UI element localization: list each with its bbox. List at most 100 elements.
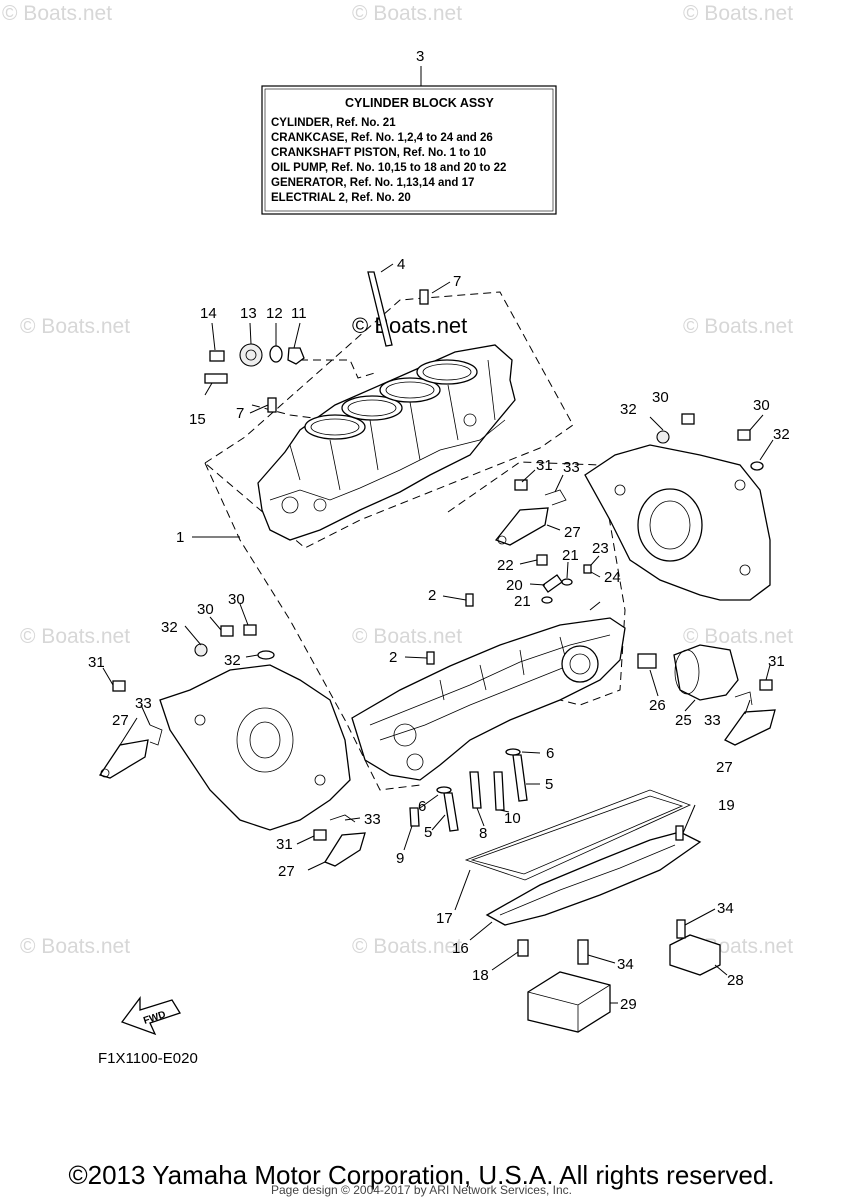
callout-8: 8 xyxy=(479,825,487,842)
watermark: © Boats.net xyxy=(20,935,130,958)
dowel-pin-7 xyxy=(419,289,429,305)
gasket-17-inner xyxy=(470,795,684,875)
watermark: © Boats.net xyxy=(352,625,462,648)
crankcase-hole xyxy=(393,723,417,747)
callout-28: 28 xyxy=(727,972,744,989)
crankcase-edge xyxy=(379,664,571,741)
assembly-box-line: OIL PUMP, Ref. No. 10,15 to 18 and 20 to… xyxy=(271,162,506,174)
callout-30: 30 xyxy=(228,591,245,608)
callout-10: 10 xyxy=(504,810,521,827)
bolt-31 xyxy=(313,829,327,841)
bolt-30 xyxy=(220,625,234,637)
assembly-box-frame xyxy=(261,85,557,215)
fwd-arrow-icon: FWD xyxy=(120,996,181,1036)
washer-6 xyxy=(505,748,521,756)
bolt-31 xyxy=(112,680,126,692)
leader-lines xyxy=(102,263,774,1004)
washer-32 xyxy=(750,461,764,471)
oil-filter-seat xyxy=(561,645,599,683)
cylinder-dash-outline xyxy=(204,291,574,549)
assembly-box-line: CYLINDER, Ref. No. 21 xyxy=(271,117,396,129)
left-cover xyxy=(159,664,351,831)
callout-33: 33 xyxy=(364,811,381,828)
bracket-27 xyxy=(324,832,366,867)
cylinder-bore-inner xyxy=(422,363,472,381)
callout-11: 11 xyxy=(291,305,307,322)
block-29 xyxy=(527,971,611,1033)
oil-fittings xyxy=(536,554,592,604)
callout-14: 14 xyxy=(200,305,217,322)
callout-4: 4 xyxy=(397,256,405,273)
watermark: © Boats.net xyxy=(683,625,793,648)
callout-9: 9 xyxy=(396,850,404,867)
plug-dash xyxy=(300,359,379,379)
cylinder-hole xyxy=(463,413,477,427)
callout-30: 30 xyxy=(652,389,669,406)
callout-1: 1 xyxy=(176,529,184,546)
seal-13-center xyxy=(245,349,257,361)
watermark: © Boats.net xyxy=(20,315,130,338)
left-cover-bore-inner xyxy=(249,721,281,759)
callout-27: 27 xyxy=(716,759,733,776)
callout-26: 26 xyxy=(649,697,666,714)
oil-pan-edge xyxy=(499,844,676,916)
cylinder-ribs xyxy=(289,359,496,491)
bolt-34 xyxy=(577,939,589,965)
oil-filter-group xyxy=(637,644,739,701)
callout-22: 22 xyxy=(497,557,514,574)
union-bolt-26 xyxy=(637,653,657,669)
callout-18: 18 xyxy=(472,967,489,984)
callout-30: 30 xyxy=(753,397,770,414)
plug-23 xyxy=(583,564,592,574)
cover-hole xyxy=(739,564,751,576)
crankcase-edge xyxy=(369,634,611,726)
watermark-layer: © Boats.net © Boats.net © Boats.net © Bo… xyxy=(2,2,793,958)
watermark: © Boats.net xyxy=(352,935,462,958)
cover-hole xyxy=(194,714,206,726)
oil-filter-seat-inner xyxy=(569,653,591,675)
cylinder-bore-inner xyxy=(310,418,360,436)
callout-31: 31 xyxy=(88,654,105,671)
cover-fasteners xyxy=(98,413,776,867)
right-cover-bore xyxy=(637,488,703,562)
bolt-31 xyxy=(514,479,528,491)
bolt-5 xyxy=(512,754,528,802)
callout-29: 29 xyxy=(620,996,637,1013)
right-cover xyxy=(584,444,771,601)
seal-13 xyxy=(239,343,263,367)
callout-15: 15 xyxy=(189,411,206,428)
callout-34: 34 xyxy=(617,956,634,973)
cylinder-block xyxy=(257,344,516,541)
bolt-18 xyxy=(517,939,529,957)
washer-32 xyxy=(257,650,275,660)
cover-hole xyxy=(734,479,746,491)
cover-hole xyxy=(314,774,326,786)
block-29-edges xyxy=(527,984,611,1032)
callout-6: 6 xyxy=(546,745,554,762)
fwd-arrow-shape xyxy=(120,996,181,1036)
callout-5: 5 xyxy=(424,824,432,841)
left-cover-bore xyxy=(236,707,294,773)
cylinder-hole xyxy=(281,496,299,514)
bracket-hole xyxy=(497,535,507,545)
copyright-notice: ©2013 Yamaha Motor Corporation, U.S.A. A… xyxy=(68,1160,775,1190)
callout-33: 33 xyxy=(563,459,580,476)
bolt-8 xyxy=(469,771,482,809)
crankcase-body xyxy=(351,617,626,781)
bolt-30 xyxy=(737,429,751,441)
right-cover-bore-inner xyxy=(649,500,691,550)
cover-hole xyxy=(614,484,626,496)
bolt-9 xyxy=(409,807,420,827)
upper-case-dash xyxy=(447,461,626,706)
clip-33 xyxy=(544,489,567,506)
clip-33 xyxy=(734,691,753,706)
block-28 xyxy=(669,934,721,976)
clip-33 xyxy=(329,814,356,823)
cylinder-bore-inner xyxy=(347,399,397,417)
dowel-pin-2 xyxy=(426,651,435,665)
plug-19 xyxy=(675,825,684,841)
oil-pan-16 xyxy=(485,831,702,926)
bracket-27 xyxy=(494,507,549,546)
diagram-code: F1X1100-E020 xyxy=(98,1050,198,1067)
crankcase-ribs xyxy=(439,636,567,701)
